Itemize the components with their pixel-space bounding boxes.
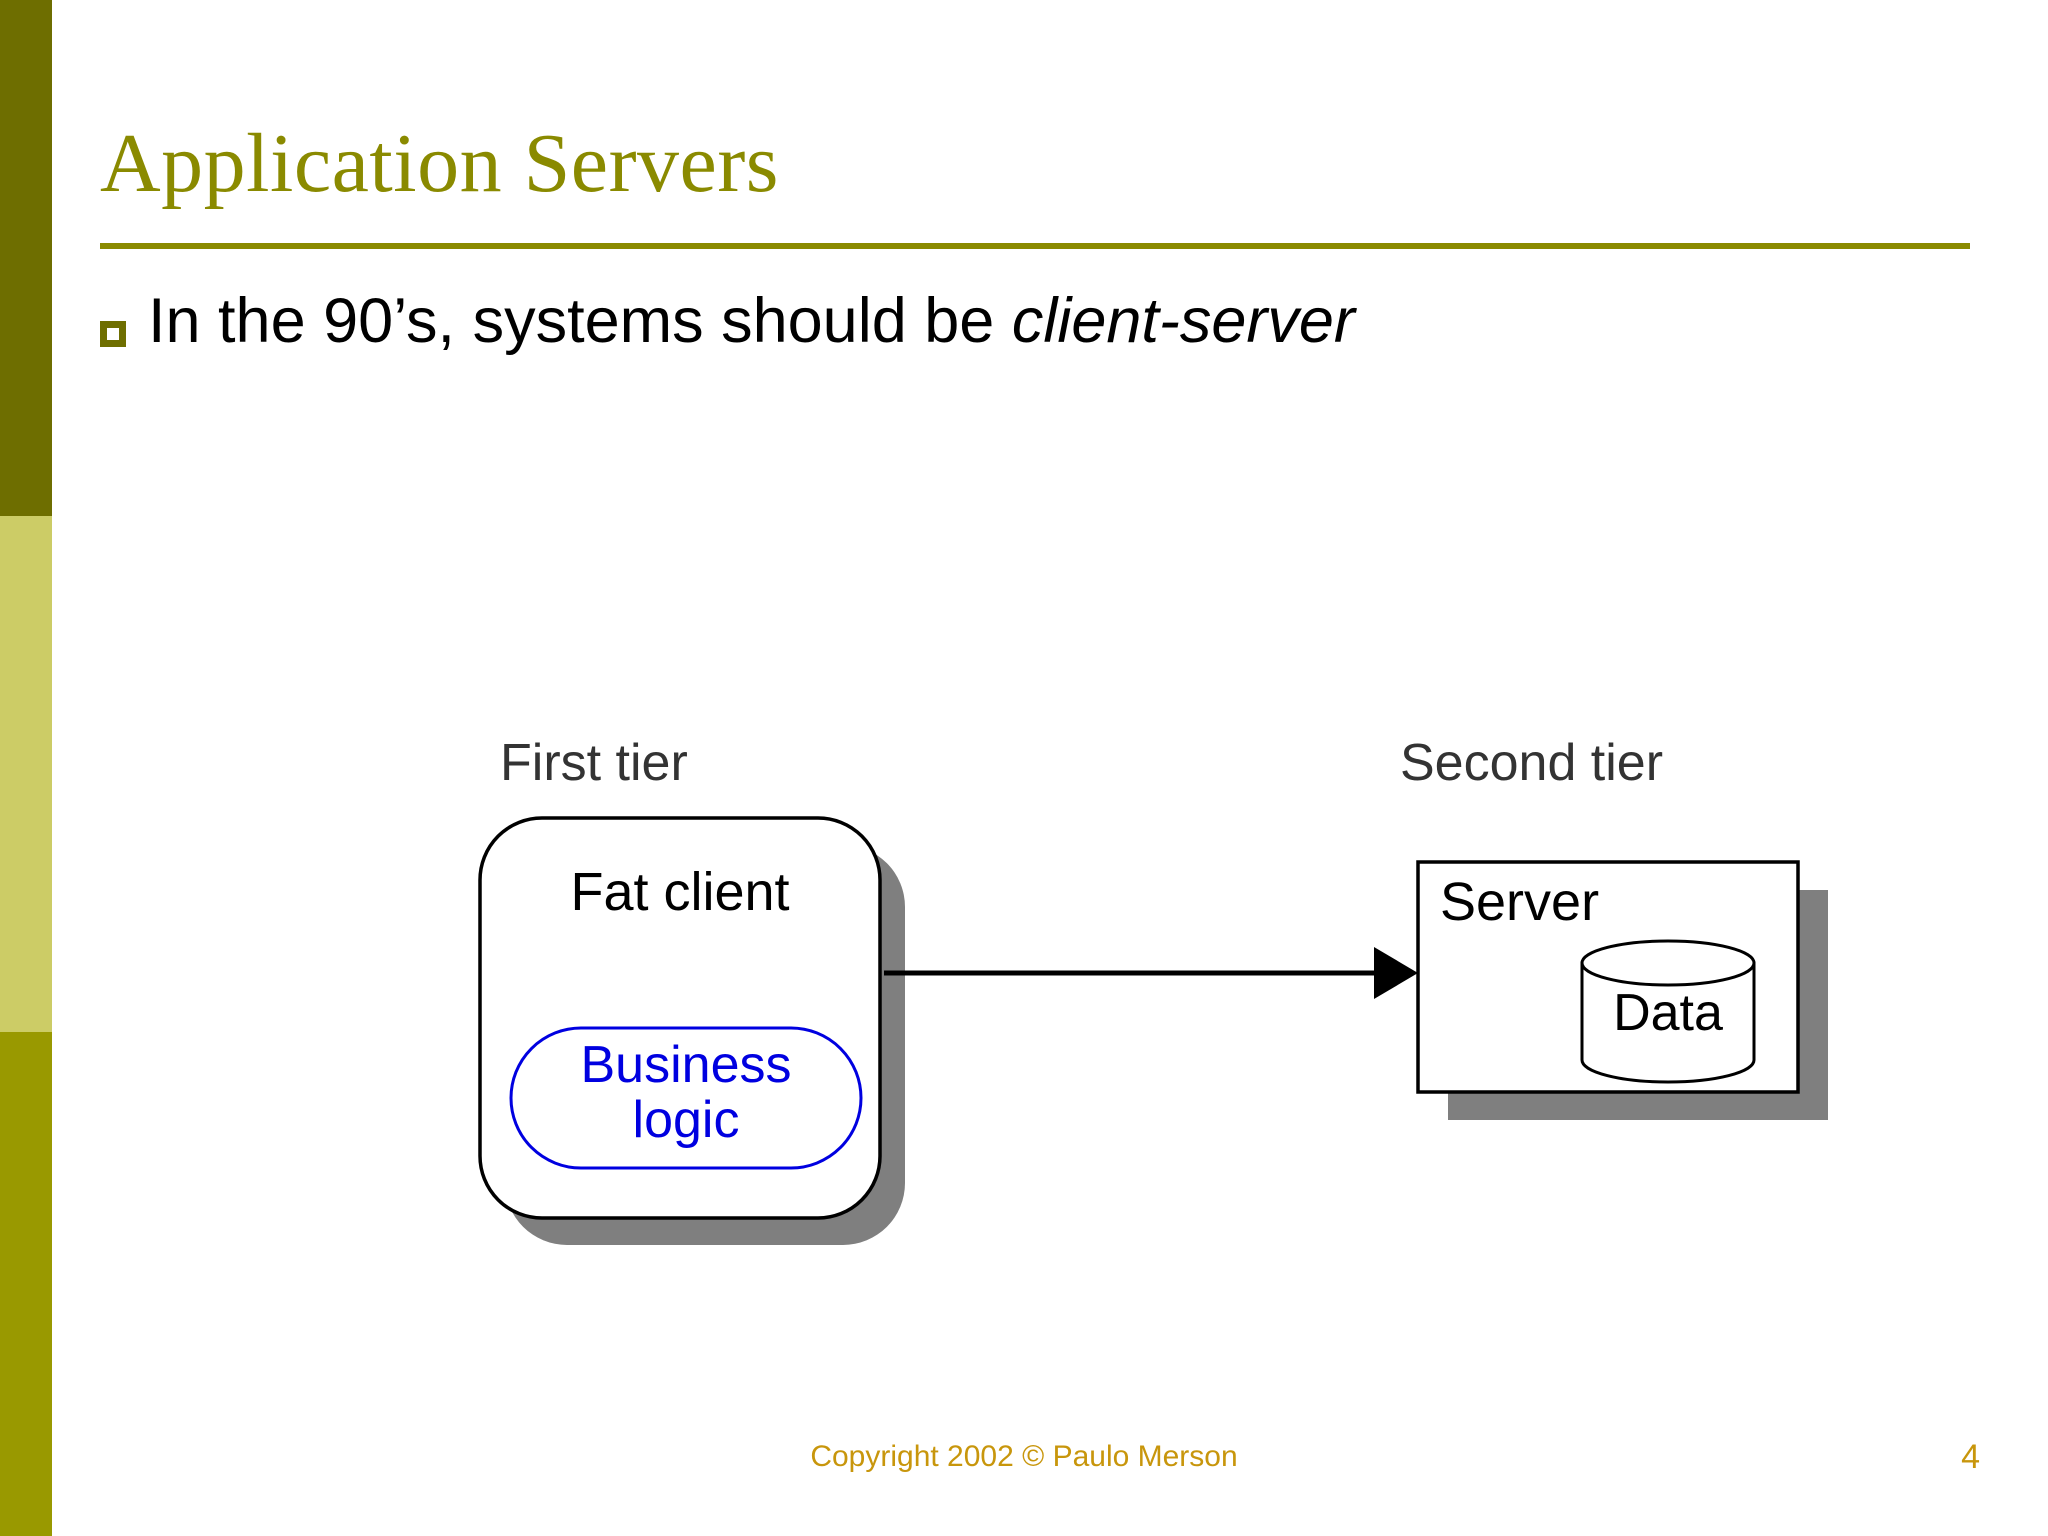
business-logic-shape [509,1026,863,1170]
connector-arrowhead-icon [1374,947,1418,999]
fat-client-box [478,816,882,1220]
data-label: Data [1613,984,1723,1042]
sidebar-band-bottom [0,1032,52,1536]
business-logic-label-line1: Business [581,1036,792,1094]
list-item: In the 90’s, systems should be client-se… [100,285,1900,359]
footer-copyright: Copyright 2002 © Paulo Merson [810,1440,1238,1473]
server-label: Server [1440,872,1599,932]
second-tier-label: Second tier [1400,734,1663,792]
fat-client-label: Fat client [570,862,789,922]
bullet-text: In the 90’s, systems should be client-se… [148,285,1355,359]
bullet-text-italic-run: client-server [1011,286,1355,356]
server-box [1416,860,1800,1094]
page-title: Application Servers [100,117,779,210]
server-shadow [1448,890,1828,1120]
first-tier-label: First tier [500,734,688,792]
title-underline-rule [100,243,1970,249]
data-cylinder-icon [1580,939,1756,1084]
decorative-sidebar [0,0,52,1536]
slide-page-number: 4 [1961,1438,1980,1476]
title-block: Application Servers [100,117,1970,210]
body-content: In the 90’s, systems should be client-se… [100,285,1900,359]
fat-client-shadow [505,845,905,1245]
sidebar-band-top [0,0,52,516]
bullet-square-icon [100,321,126,347]
business-logic-label-line2: logic [633,1091,740,1149]
bullet-text-normal-run: In the 90’s, systems should be [148,286,1012,356]
sidebar-edge-divider [52,0,55,1536]
sidebar-band-middle [0,516,52,1032]
